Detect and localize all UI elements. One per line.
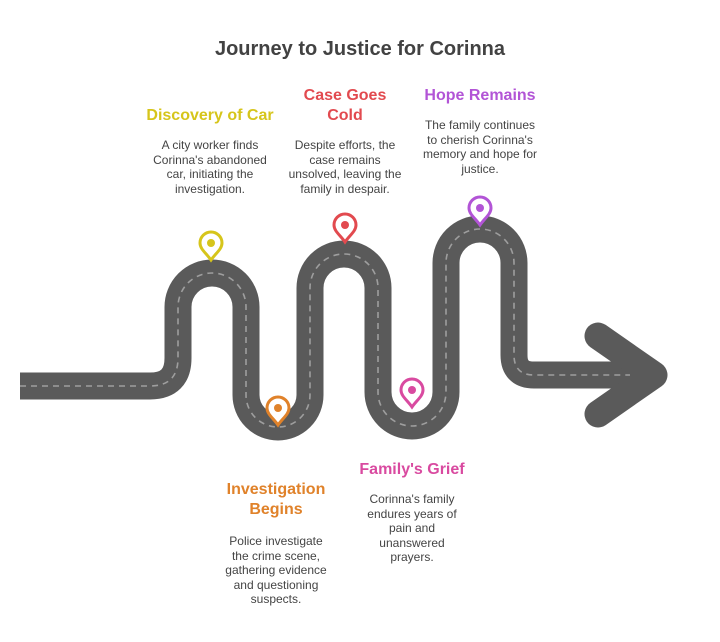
location-pin-icon xyxy=(467,195,493,228)
milestone-description: Police investigate the crime scene, gath… xyxy=(225,534,327,606)
arrow-head-icon xyxy=(584,322,668,428)
milestone-title: Family's Grief xyxy=(359,461,465,478)
milestone-title: Investigation Begins xyxy=(226,481,326,518)
milestone-description: A city worker finds Corinna's abandoned … xyxy=(153,138,267,196)
milestone-discovery-of-car: Discovery of Car A city worker finds Cor… xyxy=(140,106,280,196)
milestone-investigation-begins: Investigation Begins Police investigate … xyxy=(213,480,339,607)
milestone-title: Hope Remains xyxy=(424,87,536,104)
location-pin-icon xyxy=(332,212,358,245)
milestone-case-goes-cold: Case Goes Cold Despite efforts, the case… xyxy=(285,86,405,196)
milestone-hope-remains: Hope Remains The family continues to che… xyxy=(414,86,546,176)
road-center-line xyxy=(20,228,630,428)
milestone-title: Discovery of Car xyxy=(146,107,274,124)
milestone-title: Case Goes Cold xyxy=(303,87,387,124)
location-pin-icon xyxy=(265,395,291,428)
winding-road xyxy=(20,215,646,441)
location-pin-icon xyxy=(399,377,425,410)
milestone-description: Corinna's family endures years of pain a… xyxy=(367,492,457,564)
milestone-familys-grief: Family's Grief Corinna's family endures … xyxy=(350,460,474,565)
location-pin-icon xyxy=(198,230,224,263)
milestone-description: Despite efforts, the case remains unsolv… xyxy=(288,138,402,196)
milestone-description: The family continues to cherish Corinna'… xyxy=(422,118,538,176)
diagram-title: Journey to Justice for Corinna xyxy=(214,38,506,60)
